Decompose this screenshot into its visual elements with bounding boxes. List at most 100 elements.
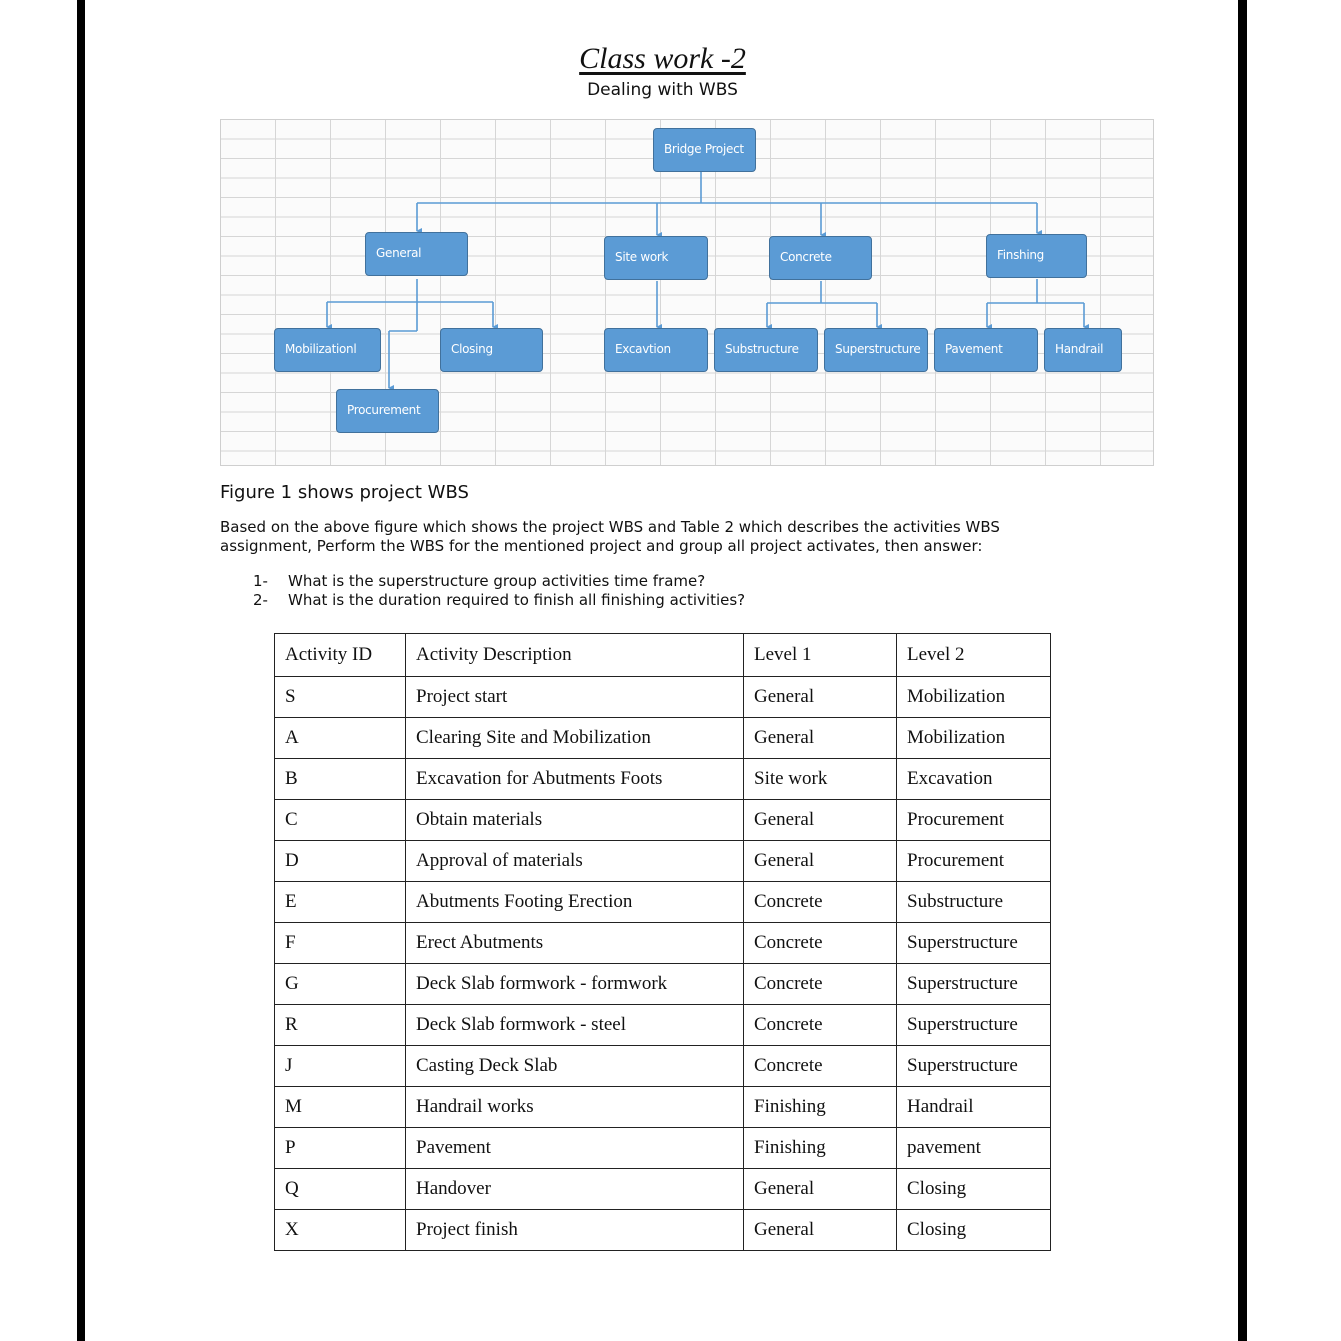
wbs-node-pavement: Pavement [934,328,1038,372]
page-subtitle: Dealing with WBS [587,80,738,100]
level-1-cell: Concrete [743,1045,897,1087]
activity-id-cell: B [274,758,406,800]
header-activity-description: Activity Description [405,633,744,677]
wbs-node-bridge-project: Bridge Project [653,128,756,172]
activity-description-cell: Clearing Site and Mobilization [405,717,744,759]
activity-id-cell: D [274,840,406,882]
wbs-node-closing: Closing [440,328,543,372]
activity-id-cell: C [274,799,406,841]
activity-id-cell: M [274,1086,406,1128]
question-item: 2- What is the duration required to fini… [253,591,745,610]
level-2-cell: Procurement [896,840,1051,882]
level-2-cell: Procurement [896,799,1051,841]
table-header-row: Activity ID Activity Description Level 1… [274,633,1051,677]
header-activity-id: Activity ID [274,633,406,677]
question-number: 1- [253,572,268,590]
level-2-cell: Substructure [896,881,1051,923]
activity-description-cell: Pavement [405,1127,744,1169]
wbs-node-handrail: Handrail [1044,328,1122,372]
level-2-cell: Closing [896,1209,1051,1251]
activity-id-cell: X [274,1209,406,1251]
activity-id-cell: Q [274,1168,406,1210]
activities-table: Activity ID Activity Description Level 1… [274,633,1051,1251]
level-1-cell: Concrete [743,881,897,923]
activity-description-cell: Approval of materials [405,840,744,882]
question-number: 2- [253,591,268,609]
level-1-cell: Finishing [743,1127,897,1169]
figure-caption: Figure 1 shows project WBS [220,482,469,503]
header-level-2: Level 2 [896,633,1051,677]
activity-description-cell: Abutments Footing Erection [405,881,744,923]
question-text: What is the duration required to finish … [288,591,746,609]
activity-description-cell: Deck Slab formwork - formwork [405,963,744,1005]
level-1-cell: Concrete [743,1004,897,1046]
wbs-node-general: General [365,232,468,276]
wbs-node-mobilization: Mobilizationl [274,328,381,372]
level-2-cell: Mobilization [896,676,1051,718]
page-title: Class work -2 [579,42,746,75]
level-2-cell: Superstructure [896,1004,1051,1046]
level-2-cell: Closing [896,1168,1051,1210]
page-edge-left [77,0,85,1341]
activity-description-cell: Erect Abutments [405,922,744,964]
level-1-cell: General [743,676,897,718]
question-item: 1- What is the superstructure group acti… [253,572,745,591]
wbs-node-excavtion: Excavtion [604,328,708,372]
wbs-node-concrete: Concrete [769,236,872,280]
activity-description-cell: Excavation for Abutments Foots [405,758,744,800]
level-2-cell: Superstructure [896,922,1051,964]
activity-description-cell: Project finish [405,1209,744,1251]
activity-description-cell: Handover [405,1168,744,1210]
activity-description-cell: Deck Slab formwork - steel [405,1004,744,1046]
level-2-cell: Superstructure [896,1045,1051,1087]
question-list: 1- What is the superstructure group acti… [253,572,745,610]
wbs-node-procurement: Procurement [336,389,439,433]
activity-id-cell: E [274,881,406,923]
wbs-diagram: Bridge Project General Site work Concret… [220,119,1154,466]
level-1-cell: Finishing [743,1086,897,1128]
level-2-cell: Mobilization [896,717,1051,759]
level-2-cell: Handrail [896,1086,1051,1128]
question-text: What is the superstructure group activit… [288,572,706,590]
wbs-connectors [326,172,1089,391]
activity-description-cell: Obtain materials [405,799,744,841]
page-edge-right [1238,0,1247,1341]
level-2-cell: Superstructure [896,963,1051,1005]
level-1-cell: General [743,717,897,759]
level-1-cell: General [743,799,897,841]
activity-id-cell: G [274,963,406,1005]
wbs-node-site-work: Site work [604,236,708,280]
activity-description-cell: Handrail works [405,1086,744,1128]
wbs-node-finshing: Finshing [986,234,1087,278]
level-1-cell: Concrete [743,963,897,1005]
activity-id-cell: J [274,1045,406,1087]
level-1-cell: General [743,1209,897,1251]
level-2-cell: Excavation [896,758,1051,800]
activity-id-cell: P [274,1127,406,1169]
instructions-paragraph: Based on the above figure which shows th… [220,518,1000,555]
level-1-cell: General [743,840,897,882]
activity-id-cell: S [274,676,406,718]
activity-id-cell: A [274,717,406,759]
header-level-1: Level 1 [743,633,897,677]
activity-description-cell: Project start [405,676,744,718]
level-1-cell: Site work [743,758,897,800]
activity-id-cell: R [274,1004,406,1046]
activity-id-cell: F [274,922,406,964]
level-1-cell: General [743,1168,897,1210]
level-2-cell: pavement [896,1127,1051,1169]
